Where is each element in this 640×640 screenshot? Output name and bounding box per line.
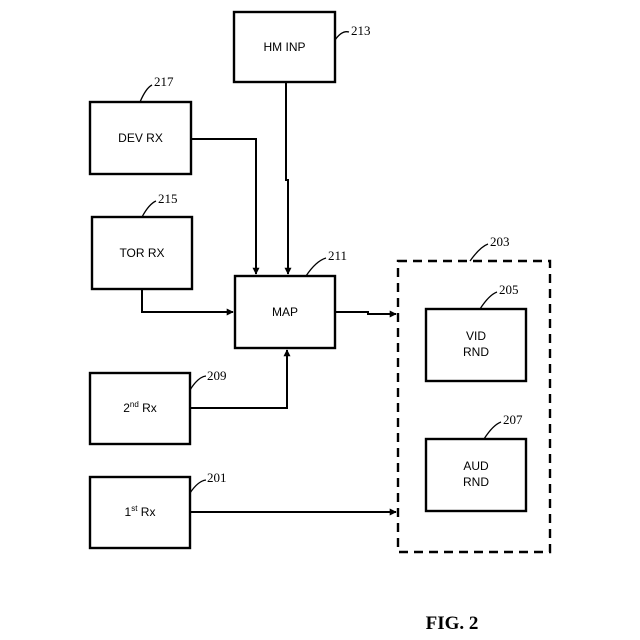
tor-rx-ref-leader (142, 201, 156, 217)
hm-inp-label: HM INP (264, 40, 306, 54)
dev-rx-block: DEV RX 217 (90, 74, 191, 174)
map-label: MAP (272, 305, 298, 319)
figure-caption: FIG. 2 (426, 613, 479, 634)
second-rx-ref-leader (190, 376, 206, 390)
second-rx-label: 2nd Rx (123, 400, 157, 415)
hm-inp-block: HM INP 213 (234, 12, 371, 82)
hm-inp-to-map-arrow (286, 82, 288, 274)
dev-rx-ref-leader (140, 85, 152, 102)
map-block: MAP 211 (235, 248, 347, 348)
dev-rx-label: DEV RX (118, 131, 163, 145)
tor-rx-label: TOR RX (119, 246, 164, 260)
vid-rnd-ref-leader (480, 292, 497, 309)
aud-rnd-label-line1: AUD (463, 459, 489, 473)
vid-rnd-ref: 205 (499, 282, 519, 297)
second-rx-ref: 209 (207, 368, 227, 383)
first-rx-label: 1st Rx (125, 504, 156, 519)
tor-rx-to-map-arrow (142, 289, 233, 312)
renderer-group-ref: 203 (490, 234, 510, 249)
aud-rnd-block: AUD RND 207 (426, 412, 526, 511)
second-rx-to-map-arrow (190, 350, 287, 408)
hm-inp-ref: 213 (351, 23, 371, 38)
aud-rnd-ref-leader (484, 422, 501, 439)
map-ref: 211 (328, 248, 347, 263)
vid-rnd-block: VID RND 205 (426, 282, 526, 381)
vid-rnd-label-line1: VID (466, 329, 486, 343)
aud-rnd-ref: 207 (503, 412, 523, 427)
tor-rx-block: TOR RX 215 (92, 191, 192, 289)
dev-rx-ref: 217 (154, 74, 174, 89)
tor-rx-ref: 215 (158, 191, 178, 206)
dev-rx-to-map-arrow (191, 139, 256, 274)
renderer-group-ref-leader (470, 244, 488, 261)
hm-inp-ref-leader (335, 32, 349, 40)
first-rx-ref-leader (190, 480, 206, 493)
map-to-renderer-arrow (335, 312, 396, 314)
first-rx-ref: 201 (207, 470, 227, 485)
map-ref-leader (306, 258, 326, 276)
first-rx-block: 1st Rx 201 (90, 470, 227, 548)
vid-rnd-label-line2: RND (463, 345, 489, 359)
second-rx-block: 2nd Rx 209 (90, 368, 227, 444)
aud-rnd-label-line2: RND (463, 475, 489, 489)
